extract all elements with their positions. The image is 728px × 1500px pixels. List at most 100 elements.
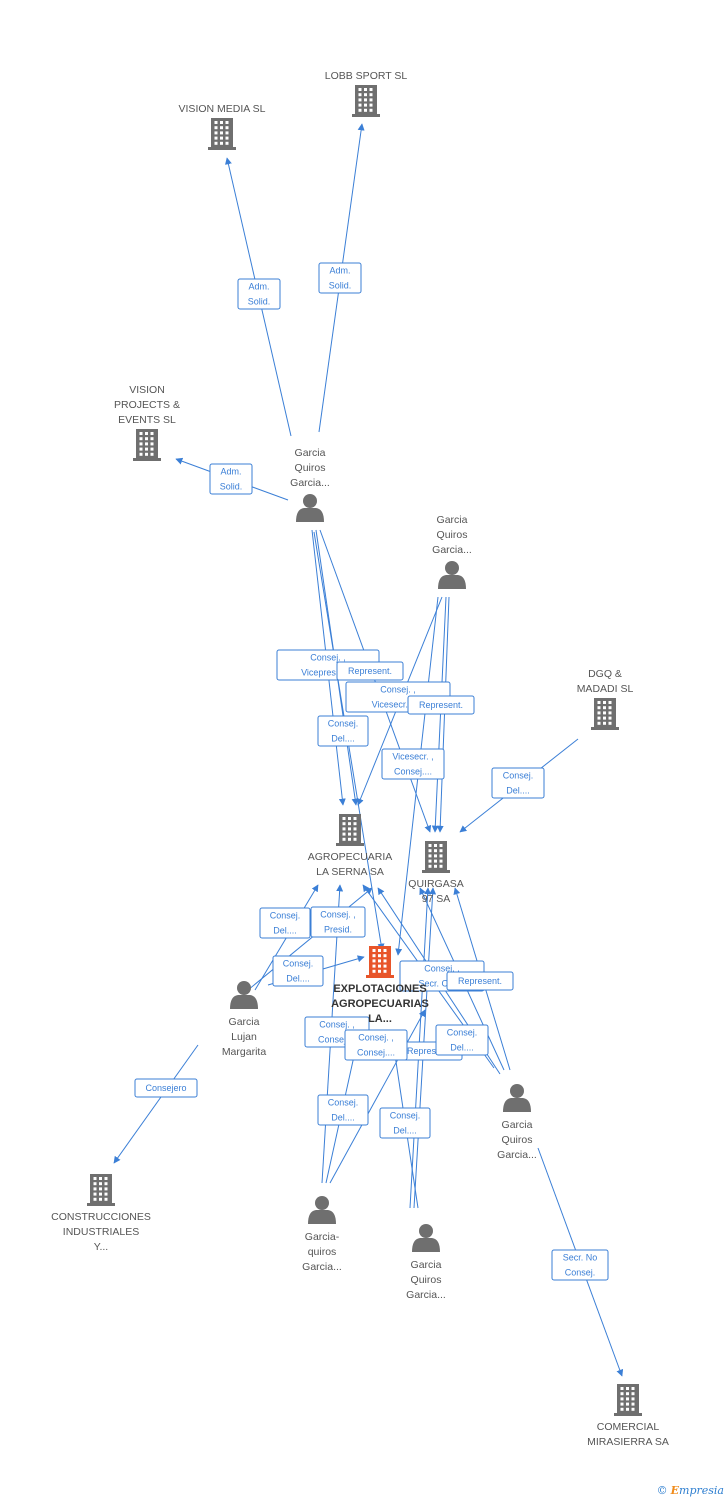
relation-label-18[interactable]: Consej. ,Consej.... (344, 1029, 408, 1061)
relation-text: Del.... (273, 926, 297, 936)
relation-label-11[interactable]: Consej. Del.... (259, 907, 311, 939)
node-dgq[interactable]: DGQ &MADADI SL (577, 668, 634, 730)
relation-label-13[interactable]: Consej. Del.... (272, 955, 324, 987)
relation-box (317, 1094, 369, 1126)
relation-label-1[interactable]: Adm.Solid. (237, 278, 281, 310)
relation-box (344, 1029, 408, 1061)
relation-text: Consej. , (424, 964, 460, 974)
relation-box (134, 1078, 198, 1098)
node-label: quiros (308, 1246, 337, 1258)
node-p2[interactable]: GarciaQuirosGarcia... (432, 514, 472, 589)
relation-box (259, 907, 311, 939)
node-label: EVENTS SL (118, 414, 176, 426)
node-p4[interactable]: Garcia-quirosGarcia... (302, 1196, 342, 1273)
relation-text: Consej. (328, 719, 359, 729)
relation-text: Consej. (270, 911, 301, 921)
node-label: Garcia... (432, 544, 472, 556)
relation-edge (247, 887, 373, 991)
relation-box (209, 463, 253, 495)
person-icon (412, 1224, 440, 1252)
node-label: Lujan (231, 1031, 257, 1043)
node-p5[interactable]: GarciaQuirosGarcia... (406, 1224, 446, 1301)
relation-label-9[interactable]: Vicesecr. ,Consej.... (381, 748, 445, 780)
relation-text: Secr. Con... (418, 979, 465, 989)
relation-edge (329, 1009, 426, 1184)
brand-initial: E (670, 1484, 680, 1497)
relation-text: Consej.... (394, 767, 432, 777)
relation-label-3[interactable]: Adm. Solid. (209, 463, 253, 495)
copyright-symbol: © (656, 1484, 668, 1497)
relation-label-19[interactable]: Consej.Del.... (435, 1024, 489, 1056)
relation-text: Solid. (220, 482, 243, 492)
node-p1[interactable]: GarciaQuirosGarcia... (290, 447, 330, 522)
relation-label-8[interactable]: Consej.Del.... (317, 715, 369, 747)
node-label: Garcia (411, 1259, 442, 1271)
relation-text: Consej. , (320, 910, 356, 920)
relation-edge (113, 1044, 199, 1164)
edges-layer (113, 123, 624, 1377)
relation-text: Vicepres.,C... (301, 668, 355, 678)
relation-text: Adm. (248, 282, 269, 292)
nodes-layer: LOBB SPORT SL VISION MEDIA SL VISIONPROJEC… (51, 70, 669, 1448)
node-vision-media[interactable]: VISION MEDIA SL (179, 103, 266, 150)
relation-text: Consej. (283, 959, 314, 969)
relation-text: Del.... (286, 974, 310, 984)
node-label: Quiros (295, 462, 326, 474)
building-icon (208, 118, 236, 150)
node-label: LOBB SPORT SL (325, 70, 408, 82)
relation-label-21[interactable]: Consej.Del.... (317, 1094, 369, 1126)
node-label: Garcia... (406, 1289, 446, 1301)
building-icon (591, 698, 619, 730)
relation-text: Adm. (220, 467, 241, 477)
relation-box (318, 262, 362, 294)
node-construcciones[interactable]: CONSTRUCCIONESINDUSTRIALESY... (51, 1174, 151, 1253)
node-label: Garcia- (305, 1231, 340, 1243)
relation-text: Secr. No (563, 1253, 598, 1263)
relation-text: Consej. (328, 1098, 359, 1108)
node-label: LA... (368, 1013, 392, 1025)
relation-box (310, 906, 366, 938)
node-p3[interactable]: GarciaQuirosGarcia... (497, 1084, 537, 1161)
node-label: AGROPECUARIAS (331, 998, 429, 1010)
node-label: VISION (129, 384, 165, 396)
relation-label-12[interactable]: Consej. , Presid. (310, 906, 366, 938)
relation-text: Consej.... (318, 1035, 356, 1045)
node-label: LA SERNA SA (316, 866, 384, 878)
relation-label-15[interactable]: Represent. (446, 971, 514, 991)
relation-text: Del.... (393, 1126, 417, 1136)
relation-label-10[interactable]: Consej.Del.... (491, 767, 545, 799)
building-icon (614, 1384, 642, 1416)
relation-label-20[interactable]: Consejero (134, 1078, 198, 1098)
relation-text: Solid. (329, 281, 352, 291)
relation-edge (319, 529, 432, 833)
relation-box (435, 1024, 489, 1056)
node-label: QUIRGASA (408, 878, 463, 890)
node-label: DGQ & (588, 668, 622, 680)
relation-text: Represent. (407, 1046, 451, 1056)
relation-box (381, 748, 445, 780)
relation-label-5[interactable]: Represent. (336, 661, 404, 681)
node-main[interactable]: EXPLOTACIONESAGROPECUARIASLA... (331, 946, 429, 1025)
relation-text: Consej. (565, 1268, 596, 1278)
relation-label-22[interactable]: Consej.Del.... (379, 1107, 431, 1139)
relation-text: Presid. (324, 925, 352, 935)
relation-text: Consej.... (357, 1048, 395, 1058)
node-label: Garcia... (497, 1149, 537, 1161)
relation-label-2[interactable]: Adm. Solid. (318, 262, 362, 294)
node-lobb[interactable]: LOBB SPORT SL (325, 70, 408, 117)
building-icon (133, 429, 161, 461)
relation-text: Adm. (329, 266, 350, 276)
relation-label-7[interactable]: Represent. (407, 695, 475, 715)
relation-box (551, 1249, 609, 1281)
relation-label-23[interactable]: Secr. No Consej. (551, 1249, 609, 1281)
footer-brand[interactable]: ©Empresia (657, 1484, 724, 1497)
node-label: Garcia (502, 1119, 533, 1131)
node-label: CONSTRUCCIONES (51, 1211, 151, 1223)
relations-layer: Adm.Solid.Adm.Solid.Adm.Solid.Consej. ,V… (134, 262, 609, 1281)
